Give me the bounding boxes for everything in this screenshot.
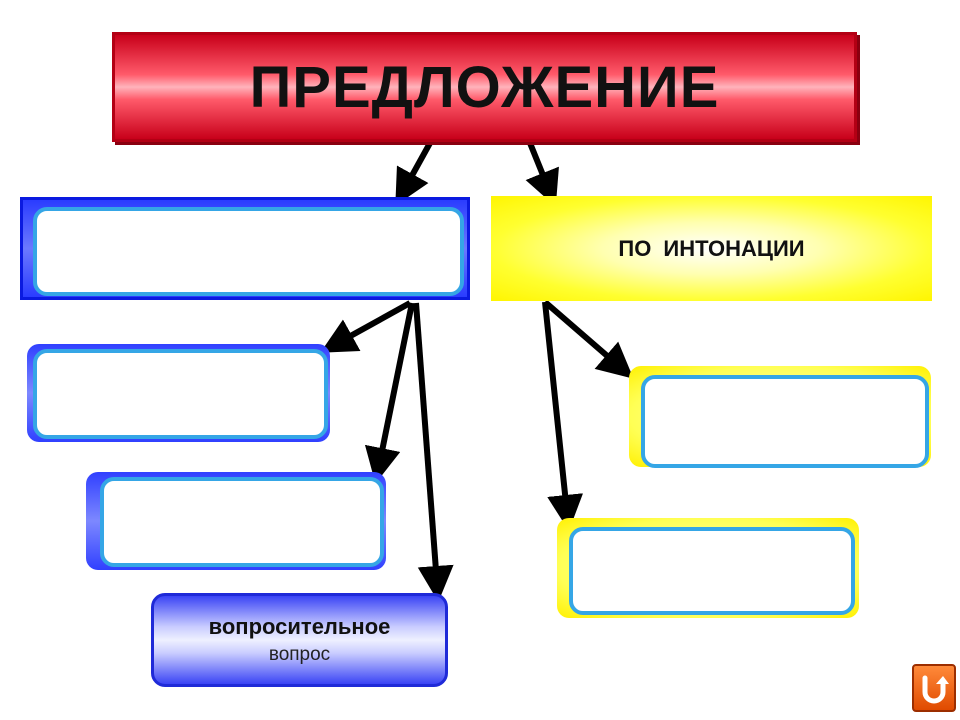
purpose-item-1	[33, 349, 328, 439]
intonation-item-2	[569, 527, 855, 615]
arrow-title-to-right	[525, 141, 559, 207]
arrow-title-to-left	[395, 141, 433, 206]
arrow-left-to-item-3	[413, 302, 454, 602]
arrow-right-to-item-1	[543, 299, 634, 379]
purpose-item-3: вопросительное вопрос	[151, 593, 448, 687]
purpose-item-3-title: вопросительное	[208, 614, 391, 639]
category-left-slot	[33, 207, 464, 296]
arrow-left-to-item-1	[320, 300, 412, 353]
title-box: ПРЕДЛОЖЕНИЕ	[112, 32, 857, 142]
category-right-panel: ПО ИНТОНАЦИИ	[491, 196, 932, 301]
category-right-label: ПО ИНТОНАЦИИ	[618, 235, 805, 261]
arrow-left-to-item-2	[364, 302, 415, 484]
intonation-item-1	[641, 375, 929, 468]
return-arrow-icon	[922, 675, 949, 704]
title-text: ПРЕДЛОЖЕНИЕ	[249, 54, 720, 120]
purpose-item-2	[100, 477, 384, 567]
purpose-item-3-subtitle: вопрос	[268, 644, 331, 665]
arrow-right-to-item-2	[542, 301, 584, 531]
return-button[interactable]	[912, 664, 956, 712]
